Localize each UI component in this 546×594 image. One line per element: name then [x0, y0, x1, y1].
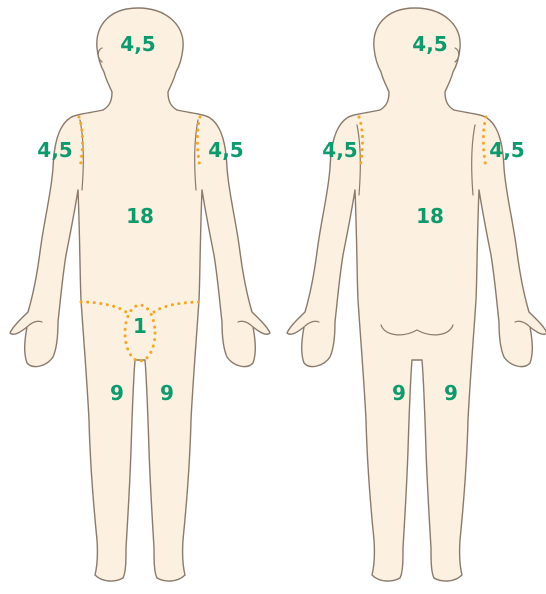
- front-figure: [10, 8, 270, 581]
- back-head-percent: 4,5: [412, 34, 447, 54]
- back-body-outline: [287, 8, 546, 581]
- front-trunk-percent: 18: [126, 206, 154, 226]
- front-right-arm-percent: 4,5: [208, 140, 243, 160]
- front-genitals-percent: 1: [133, 316, 147, 336]
- back-left-leg-percent: 9: [392, 383, 406, 403]
- front-left-leg-percent: 9: [110, 383, 124, 403]
- back-left-arm-percent: 4,5: [322, 140, 357, 160]
- back-figure: [287, 8, 546, 581]
- back-right-arm-percent: 4,5: [489, 140, 524, 160]
- back-right-leg-percent: 9: [444, 383, 458, 403]
- front-body-outline: [10, 8, 270, 581]
- front-left-arm-percent: 4,5: [37, 140, 72, 160]
- back-trunk-percent: 18: [416, 206, 444, 226]
- front-right-leg-percent: 9: [160, 383, 174, 403]
- front-head-percent: 4,5: [120, 34, 155, 54]
